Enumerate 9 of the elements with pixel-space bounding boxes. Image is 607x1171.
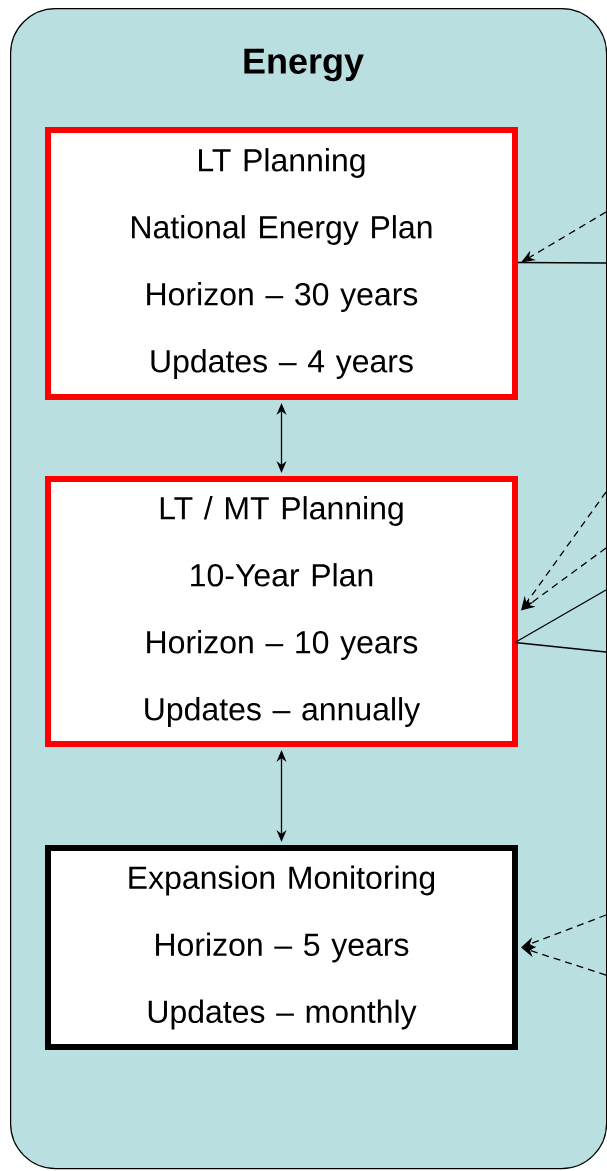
connector-line	[517, 261, 607, 264]
panel-title: Energy	[244, 48, 364, 82]
arrow	[521, 211, 607, 263]
connector-line	[514, 589, 607, 644]
plan-box: LT Planning National Energy Plan Horizon – 30 years Updates – 4 years	[45, 127, 518, 400]
plan-box: LT / MT Planning 10-Year Plan Horizon – 10 years Updates – annually	[45, 476, 518, 747]
connector-line	[514, 641, 607, 653]
plan-box: Expansion Monitoring Horizon – 5 years Updates – monthly	[45, 845, 518, 1050]
arrow	[521, 547, 607, 611]
